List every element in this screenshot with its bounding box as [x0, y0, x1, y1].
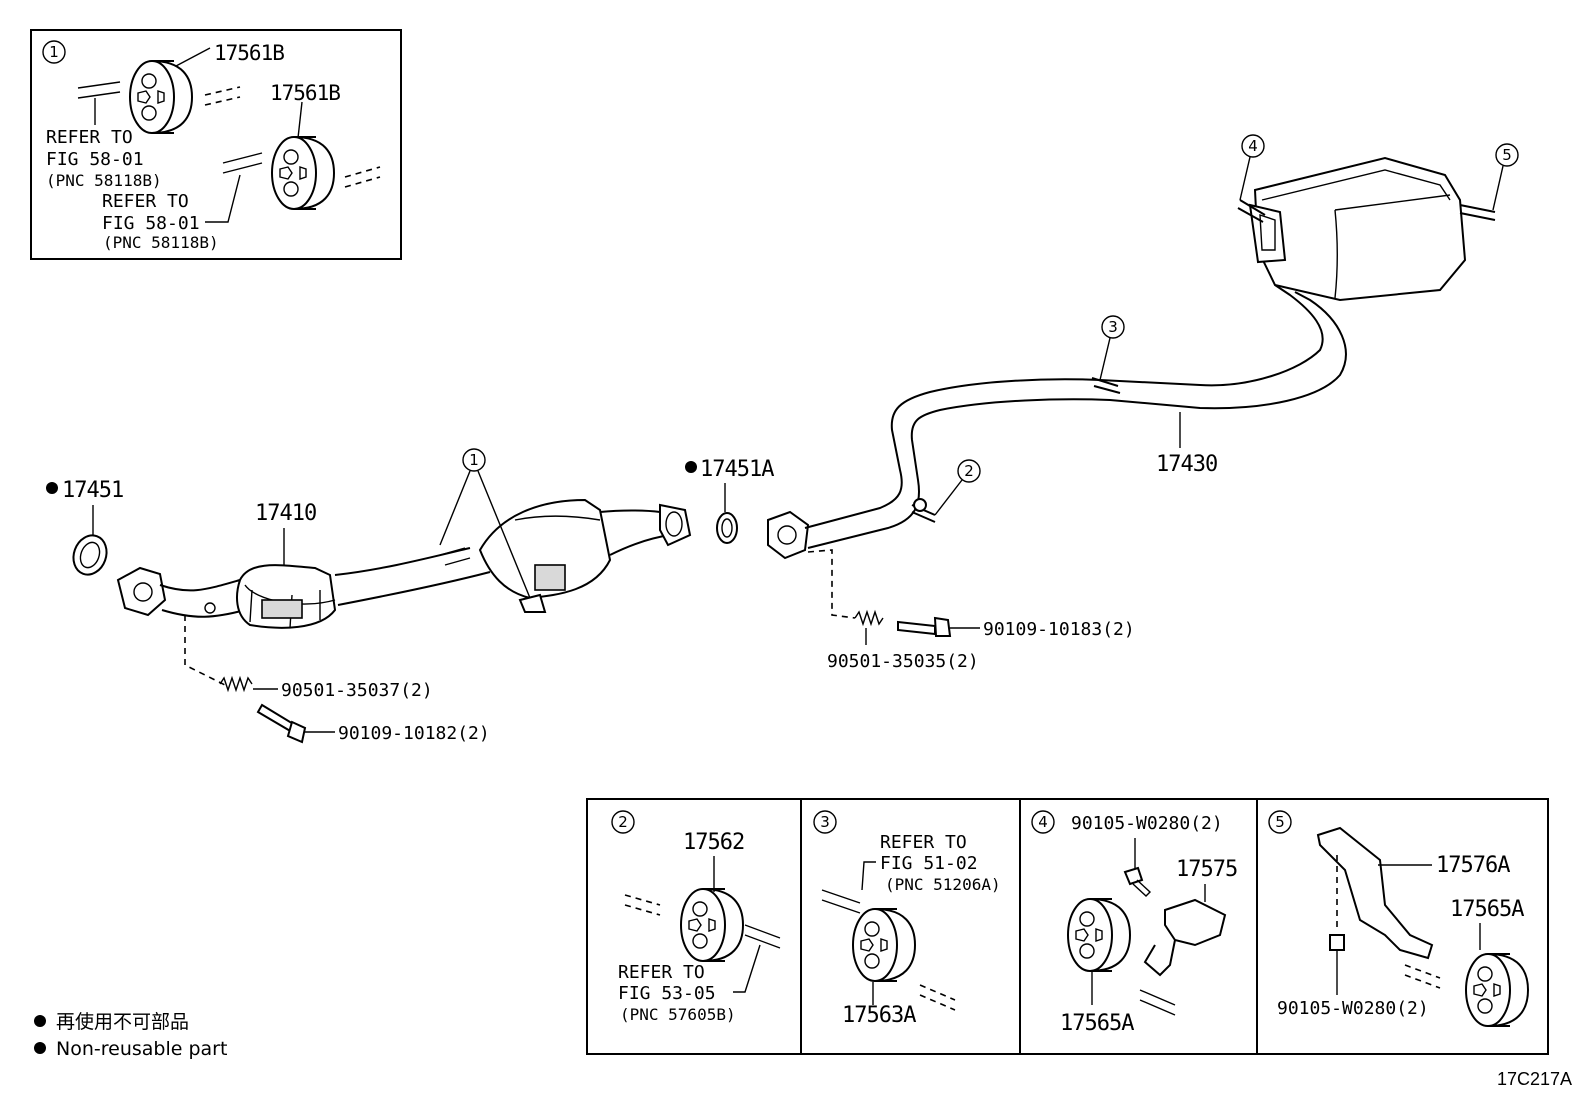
- detail-4-number: 4: [1038, 813, 1048, 831]
- callout-1-number: 1: [469, 451, 479, 469]
- ref-d2-line2: FIG 53-05: [618, 983, 716, 1004]
- detail-1-box: 1 17561B REFER TO FIG 58-01 (PNC 58118B)…: [30, 29, 402, 260]
- label-17451a: 17451A: [700, 457, 774, 482]
- ref-d3-line1: REFER TO: [880, 832, 967, 853]
- detail-2-number: 2: [618, 813, 628, 831]
- rubber-hanger-17562: [680, 888, 744, 962]
- legend-dot-en: [34, 1042, 46, 1054]
- detail-1-marker: [42, 40, 66, 64]
- callout-1-marker: [462, 448, 486, 472]
- detail-panel: [586, 798, 1549, 1055]
- detail-4-box: 4 90105-W0280(2) 17575 17565A: [1031, 810, 1238, 1036]
- ref1-line2: FIG 58-01: [46, 149, 144, 170]
- non-reusable-dot: [46, 482, 58, 494]
- bolt-90105-w0280-d5: [1329, 934, 1345, 951]
- front-pipe-17410: 17410 1 90501-35037(2): [116, 448, 692, 744]
- bracket-17575: [1164, 898, 1227, 947]
- label-17562: 17562: [683, 830, 744, 855]
- legend-english: Non-reusable part: [56, 1038, 227, 1060]
- ref1-line3: (PNC 58118B): [46, 171, 162, 190]
- diagram-code: 17C217A: [1497, 1069, 1572, 1089]
- label-90501-35035: 90501-35035(2): [827, 651, 979, 672]
- label-17575: 17575: [1176, 857, 1237, 882]
- spring-90501-35037: [219, 675, 253, 693]
- rubber-hanger-17561b-lower: [271, 136, 335, 210]
- label-17561b-upper: 17561B: [214, 41, 284, 65]
- detail-3-box: 3 REFER TO FIG 51-02 (PNC 51206A) 17563A: [813, 810, 1001, 1028]
- ref1-line1: REFER TO: [46, 127, 133, 148]
- rubber-hanger-17561b-upper: [129, 60, 193, 134]
- label-17451: 17451: [62, 478, 123, 503]
- callout-3-marker: [1101, 315, 1125, 339]
- callout-5-marker: [1495, 143, 1519, 167]
- spring-90501-35035: [854, 609, 884, 627]
- label-90109-10183: 90109-10183(2): [983, 619, 1135, 640]
- ref-d3-line2: FIG 51-02: [880, 853, 978, 874]
- rubber-hanger-17563a: [852, 908, 916, 982]
- label-17561b-lower: 17561B: [270, 81, 340, 105]
- ref2-line2: FIG 58-01: [102, 213, 200, 234]
- detail-5-box: 5 17576A 90105-W0280(2) 17565A: [1268, 810, 1529, 1027]
- label-17430: 17430: [1156, 452, 1217, 477]
- label-90105-w0280-d5: 90105-W0280(2): [1277, 998, 1429, 1019]
- ref-d2-line3: (PNC 57605B): [620, 1005, 736, 1024]
- label-17565a-d4: 17565A: [1060, 1011, 1134, 1036]
- label-90105-w0280-d4: 90105-W0280(2): [1071, 813, 1223, 834]
- bolt-90109-10183: [897, 620, 936, 636]
- callout-4-marker: [1241, 134, 1265, 158]
- callout-5-number: 5: [1502, 146, 1512, 164]
- detail-3-number: 3: [820, 813, 830, 831]
- detail-2-box: 2 17562 REFER TO FIG 53-05 (PNC 57605B): [611, 810, 781, 1024]
- label-17410: 17410: [255, 501, 316, 526]
- callout-4-number: 4: [1248, 137, 1258, 155]
- callout-2-number: 2: [964, 462, 974, 480]
- label-90501-35037: 90501-35037(2): [281, 680, 433, 701]
- detail-5-number: 5: [1275, 813, 1285, 831]
- gasket-17451a: 17451A: [685, 457, 775, 544]
- callout-2-marker: [957, 459, 981, 483]
- ref2-line3: (PNC 58118B): [103, 233, 219, 252]
- label-17565a-d5: 17565A: [1450, 897, 1524, 922]
- label-17576a: 17576A: [1436, 853, 1510, 878]
- rubber-hanger-17565a-d5: [1465, 953, 1529, 1027]
- tail-pipe-17430: 17430 2 3 4 5 90501-35035(2): [767, 134, 1519, 672]
- legend-dot-jp: [34, 1015, 46, 1027]
- muffler: [1253, 156, 1467, 302]
- rubber-hanger-17565a-d4: [1067, 898, 1131, 972]
- legend: 再使用不可部品 Non-reusable part: [34, 1011, 227, 1060]
- ref2-line1: REFER TO: [102, 191, 189, 212]
- ref-d2-line1: REFER TO: [618, 962, 705, 983]
- legend-japanese: 再使用不可部品: [56, 1011, 189, 1033]
- callout-3-number: 3: [1108, 318, 1118, 336]
- non-reusable-dot-2: [685, 461, 697, 473]
- gasket-17451: 17451: [46, 478, 124, 576]
- detail-1-number: 1: [49, 43, 59, 61]
- bracket-17576a: [1316, 826, 1434, 960]
- label-90109-10182: 90109-10182(2): [338, 723, 490, 744]
- ref-d3-line3: (PNC 51206A): [885, 875, 1001, 894]
- label-17563a: 17563A: [842, 1003, 916, 1028]
